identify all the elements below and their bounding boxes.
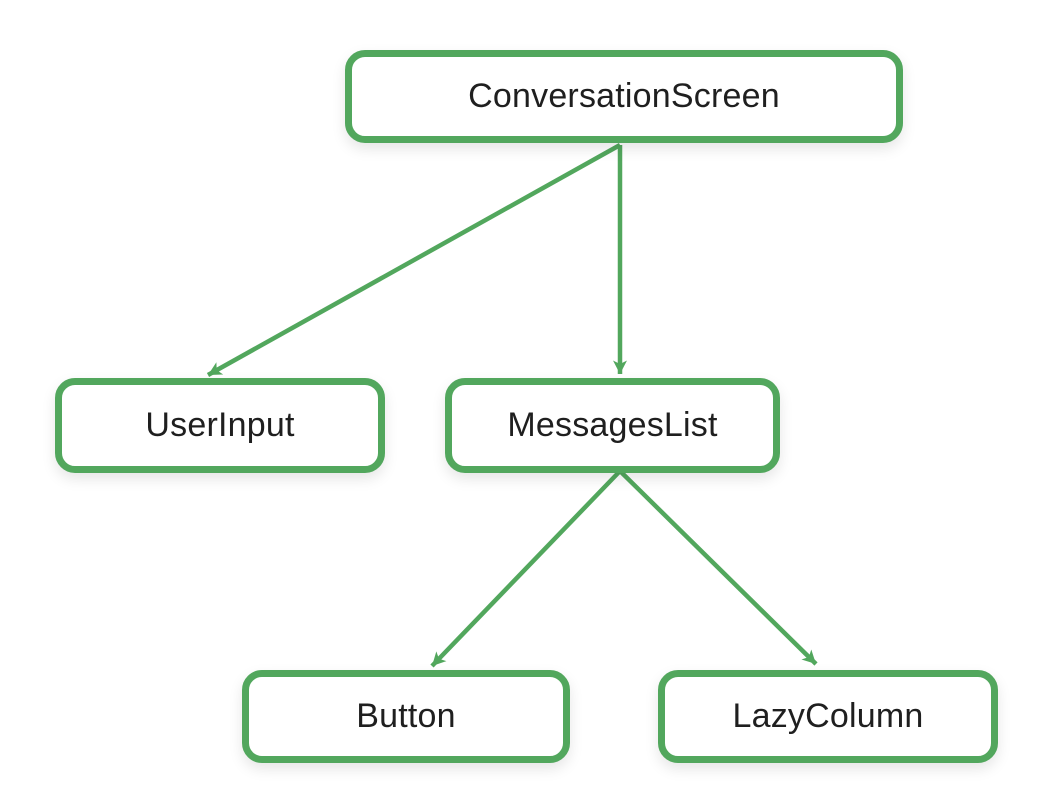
edge-conversationscreen-userinput [206, 143, 622, 377]
edge-messageslist-button [430, 469, 622, 668]
node-user-input-label: UserInput [145, 406, 295, 444]
node-button-label: Button [356, 697, 456, 735]
node-conversation-screen: ConversationScreen [345, 50, 903, 143]
edge-messageslist-lazycolumn [618, 469, 818, 666]
node-lazy-column-label: LazyColumn [732, 697, 924, 735]
node-conversation-screen-label: ConversationScreen [468, 77, 780, 115]
node-lazy-column: LazyColumn [658, 670, 998, 763]
node-user-input: UserInput [55, 378, 385, 473]
node-messages-list: MessagesList [445, 378, 780, 473]
node-button: Button [242, 670, 570, 763]
node-messages-list-label: MessagesList [507, 406, 718, 444]
